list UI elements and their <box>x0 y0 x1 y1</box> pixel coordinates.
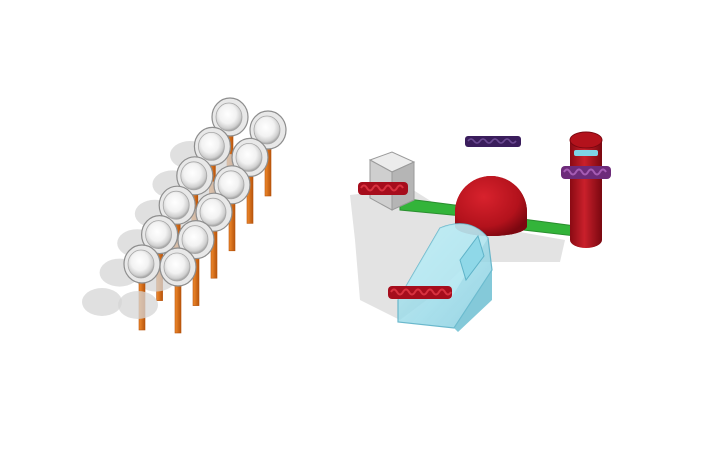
red-cylinder-icon <box>569 131 603 248</box>
magnifier-lens-icon <box>99 215 179 301</box>
vault-red-label <box>388 286 452 299</box>
red-hemisphere-icon <box>455 176 527 236</box>
lens-array[interactable] <box>82 97 287 334</box>
magnifier-lens-icon <box>118 247 197 334</box>
grey-cube-icon <box>368 151 416 211</box>
cube-red-label <box>358 182 408 195</box>
machine-assembly[interactable] <box>350 131 611 332</box>
top-purple-label <box>465 136 521 147</box>
cylinder-violet-label <box>561 166 611 179</box>
translucent-half-cylinder-icon <box>397 223 493 332</box>
